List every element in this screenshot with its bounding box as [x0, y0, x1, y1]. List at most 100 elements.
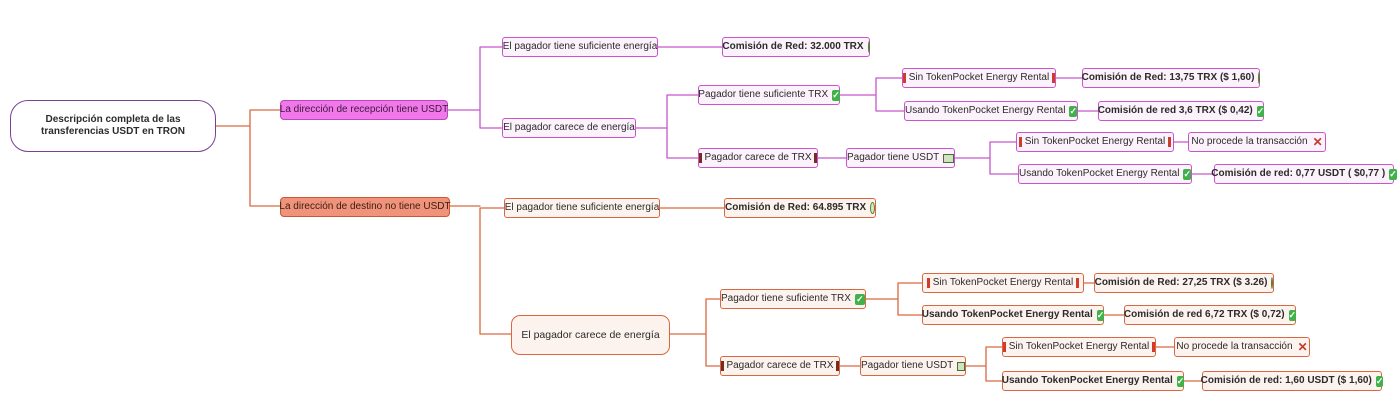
pink-fee-3-6-label: Comisión de red 3,6 TRX ($ 0,42) [1097, 105, 1253, 116]
pink-fee-32000-label: Comisión de Red: 32.000 TRX [722, 41, 864, 52]
orange-usando-rental-2[interactable]: Usando TokenPocket Energy Rental✓ [1001, 371, 1185, 391]
edge-pink-fees-2 [1173, 141, 1215, 175]
pink-fee-0-77[interactable]: Comisión de red: 0,77 USDT ( $0,77 )✓ [1211, 164, 1397, 184]
pink-suficiente-trx-label: Pagador tiene suficiente TRX [698, 89, 829, 100]
orange-usando-rental-1[interactable]: Usando TokenPocket Energy Rental✓ [921, 305, 1105, 325]
pink-carece-energia[interactable]: El pagador carece de energía [502, 118, 636, 138]
orange-carece-trx[interactable]: Pagador carece de TRX [720, 356, 840, 376]
check-icon: ✓ [1375, 375, 1384, 387]
pink-fee-3-6[interactable]: Comisión de red 3,6 TRX ($ 0,42)✓ [1097, 101, 1265, 121]
red-bar-icon [814, 153, 817, 163]
warning-icon [926, 278, 930, 288]
red-bar-icon [699, 153, 702, 163]
pink-no-procede-label: No procede la transacción [1191, 136, 1308, 147]
cross-icon: ✕ [1297, 339, 1308, 354]
pink-suficiente-energia[interactable]: El pagador tiene suficiente energía [502, 37, 658, 57]
check-icon: ✓ [1096, 309, 1105, 321]
orange-tiene-usdt-label: Pagador tiene USDT [861, 360, 954, 371]
check-icon: ✓ [854, 293, 865, 305]
check-icon: ✓ [1069, 105, 1078, 117]
edge-orange-fees-1 [1083, 282, 1125, 316]
orange-suficiente-energia[interactable]: El pagador tiene suficiente energía [504, 198, 660, 218]
edge-pink-fees-1 [1055, 77, 1099, 112]
orange-tiene-usdt[interactable]: Pagador tiene USDT [860, 356, 966, 376]
pink-usando-rental-2-label: Usando TokenPocket Energy Rental [1019, 168, 1180, 179]
warning-icon [1003, 342, 1006, 352]
check-icon: ✓ [1256, 105, 1265, 117]
branch-recv-has-usdt[interactable]: La dirección de recepción tiene USDT [280, 100, 448, 120]
orange-usando-rental-2-label: Usando TokenPocket Energy Rental [1001, 375, 1173, 386]
red-bar-icon [721, 361, 724, 371]
edge-orange-carece [669, 298, 721, 367]
edge-pink-l1 [447, 46, 503, 129]
warning-icon [1052, 73, 1055, 83]
orange-fee-6-72[interactable]: Comisión de red 6,72 TRX ($ 0,72)✓ [1123, 305, 1297, 325]
orange-fee-1-60[interactable]: Comisión de red: 1,60 USDT ($ 1,60)✓ [1200, 371, 1384, 391]
pink-tiene-usdt[interactable]: Pagador tiene USDT [846, 148, 955, 168]
warning-icon [1168, 137, 1172, 147]
check-icon: ✓ [1183, 168, 1192, 180]
check-icon: ✓ [1389, 168, 1397, 180]
orange-fee-64895[interactable]: Comisión de Red: 64.895 TRX [724, 198, 876, 218]
orange-sin-rental-1[interactable]: Sin TokenPocket Energy Rental [922, 273, 1084, 293]
orange-carece-energia-label: El pagador carece de energía [521, 328, 660, 341]
orange-no-procede-label: No procede la transacción [1176, 341, 1293, 352]
orange-suficiente-trx-label: Pagador tiene suficiente TRX [721, 293, 851, 304]
edge-orange-l1 [449, 205, 512, 335]
pink-usando-rental-2[interactable]: Usando TokenPocket Energy Rental✓ [1018, 164, 1192, 184]
orange-sin-rental-2[interactable]: Sin TokenPocket Energy Rental [1002, 337, 1156, 357]
pink-carece-energia-label: El pagador carece de energía [503, 122, 635, 133]
pink-fee-13-75-label: Comisión de Red: 13,75 TRX ($ 1,60) [1081, 72, 1255, 83]
branch-dest-no-usdt[interactable]: La dirección de destino no tiene USDT [279, 197, 451, 217]
pink-no-procede[interactable]: No procede la transacción✕ [1188, 132, 1326, 152]
warning-icon [1076, 278, 1080, 288]
edge-pink-carece [635, 94, 699, 159]
orange-carece-energia[interactable]: El pagador carece de energía [511, 315, 670, 355]
coin-icon [867, 41, 870, 53]
banknote-icon [943, 153, 954, 163]
check-icon: ✓ [1288, 309, 1297, 321]
orange-sin-rental-2-label: Sin TokenPocket Energy Rental [1008, 341, 1150, 352]
banknote-icon [957, 361, 965, 371]
warning-icon [903, 73, 906, 83]
check-icon: ✓ [832, 89, 840, 101]
red-bar-icon [836, 361, 839, 371]
pink-sin-rental-1[interactable]: Sin TokenPocket Energy Rental [902, 68, 1056, 88]
orange-carece-trx-label: Pagador carece de TRX [726, 360, 834, 371]
pink-carece-trx[interactable]: Pagador carece de TRX [698, 148, 818, 168]
pink-suficiente-trx[interactable]: Pagador tiene suficiente TRX✓ [698, 85, 840, 105]
coin-icon [1271, 277, 1274, 289]
edge-pink-trx [839, 77, 905, 112]
orange-fee-1-60-label: Comisión de red: 1,60 USDT ($ 1,60) [1200, 375, 1372, 386]
pink-fee-13-75[interactable]: Comisión de Red: 13,75 TRX ($ 1,60) [1081, 68, 1261, 88]
orange-fee-64895-label: Comisión de Red: 64.895 TRX [725, 202, 867, 213]
edge-pink-usdt [954, 141, 1019, 175]
orange-sin-rental-1-label: Sin TokenPocket Energy Rental [932, 277, 1074, 288]
root-label: Descripción completa de las transferenci… [41, 114, 185, 137]
orange-fee-27-25-label: Comisión de Red: 27,25 TRX ($ 3.26) [1094, 277, 1268, 288]
pink-sin-rental-2-label: Sin TokenPocket Energy Rental [1024, 136, 1166, 147]
warning-icon [1018, 137, 1022, 147]
edge-orange-usdt [965, 346, 1003, 382]
edge-orange-trx [865, 282, 923, 316]
root-node[interactable]: Descripción completa de las transferenci… [10, 100, 216, 152]
pink-sin-rental-2[interactable]: Sin TokenPocket Energy Rental [1016, 132, 1174, 152]
orange-fee-6-72-label: Comisión de red 6,72 TRX ($ 0,72) [1123, 309, 1285, 320]
orange-no-procede[interactable]: No procede la transacción ✕ [1174, 337, 1310, 357]
branch-dest-label: La dirección de destino no tiene USDT [279, 201, 451, 212]
pink-fee-32000[interactable]: Comisión de Red: 32.000 TRX [722, 37, 870, 57]
check-icon: ✓ [1176, 375, 1185, 387]
orange-suficiente-trx[interactable]: Pagador tiene suficiente TRX✓ [720, 289, 866, 309]
orange-fee-27-25[interactable]: Comisión de Red: 27,25 TRX ($ 3.26) [1094, 273, 1274, 293]
pink-suficiente-energia-label: El pagador tiene suficiente energía [502, 41, 658, 52]
warning-icon [1152, 342, 1155, 352]
pink-fee-0-77-label: Comisión de red: 0,77 USDT ( $0,77 ) [1211, 168, 1386, 179]
coin-icon [870, 202, 875, 214]
pink-usando-rental-1-label: Usando TokenPocket Energy Rental [905, 105, 1066, 116]
orange-usando-rental-1-label: Usando TokenPocket Energy Rental [921, 309, 1093, 320]
branch-recv-label: La dirección de recepción tiene USDT [279, 104, 449, 115]
pink-tiene-usdt-label: Pagador tiene USDT [847, 152, 940, 163]
pink-usando-rental-1[interactable]: Usando TokenPocket Energy Rental✓ [904, 101, 1078, 121]
